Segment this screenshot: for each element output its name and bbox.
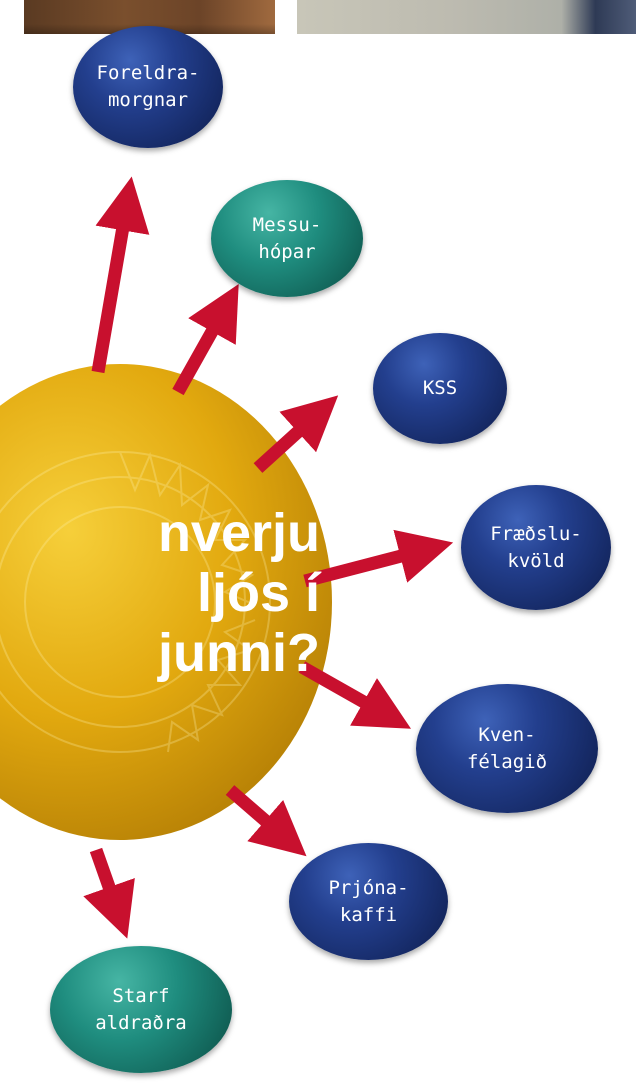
node-label-messuhopar: Messu- hópar <box>252 213 322 263</box>
node-label-kvenfelagid: Kven- félagið <box>466 723 548 773</box>
node-label-starf-aldradra: Starf aldraðra <box>95 984 187 1034</box>
arrow-starf-aldradra <box>83 847 135 939</box>
node-starf-aldradra[interactable]: Starf aldraðra <box>50 946 232 1073</box>
arrow-fraedslukvold <box>303 529 454 588</box>
arrow-prjonakaffi <box>225 785 307 857</box>
center-circle <box>0 364 332 840</box>
center-question: nverju ljós í junni? <box>157 503 320 683</box>
arrow-kvenfelagid <box>298 661 412 729</box>
node-foreldramorgnar[interactable]: Foreldra- morgnar <box>73 26 223 148</box>
node-label-fraedslukvold: Fræðslu- kvöld <box>490 522 582 572</box>
photo-right <box>297 0 636 34</box>
node-prjonakaffi[interactable]: Prjóna- kaffi <box>289 843 448 960</box>
node-kvenfelagid[interactable]: Kven- félagið <box>416 684 598 813</box>
node-label-foreldramorgnar: Foreldra- morgnar <box>96 62 200 111</box>
sun-pattern <box>0 451 271 753</box>
arrow-foreldramorgnar <box>91 176 150 374</box>
node-fraedslukvold[interactable]: Fræðslu- kvöld <box>461 485 611 610</box>
node-messuhopar[interactable]: Messu- hópar <box>211 180 363 297</box>
arrow-kss <box>253 395 339 473</box>
node-label-prjonakaffi: Prjóna- kaffi <box>328 876 409 926</box>
arrow-messuhopar <box>172 283 239 396</box>
arrows <box>83 176 454 939</box>
node-label-kss: KSS <box>422 377 458 399</box>
node-kss[interactable]: KSS <box>373 333 507 444</box>
